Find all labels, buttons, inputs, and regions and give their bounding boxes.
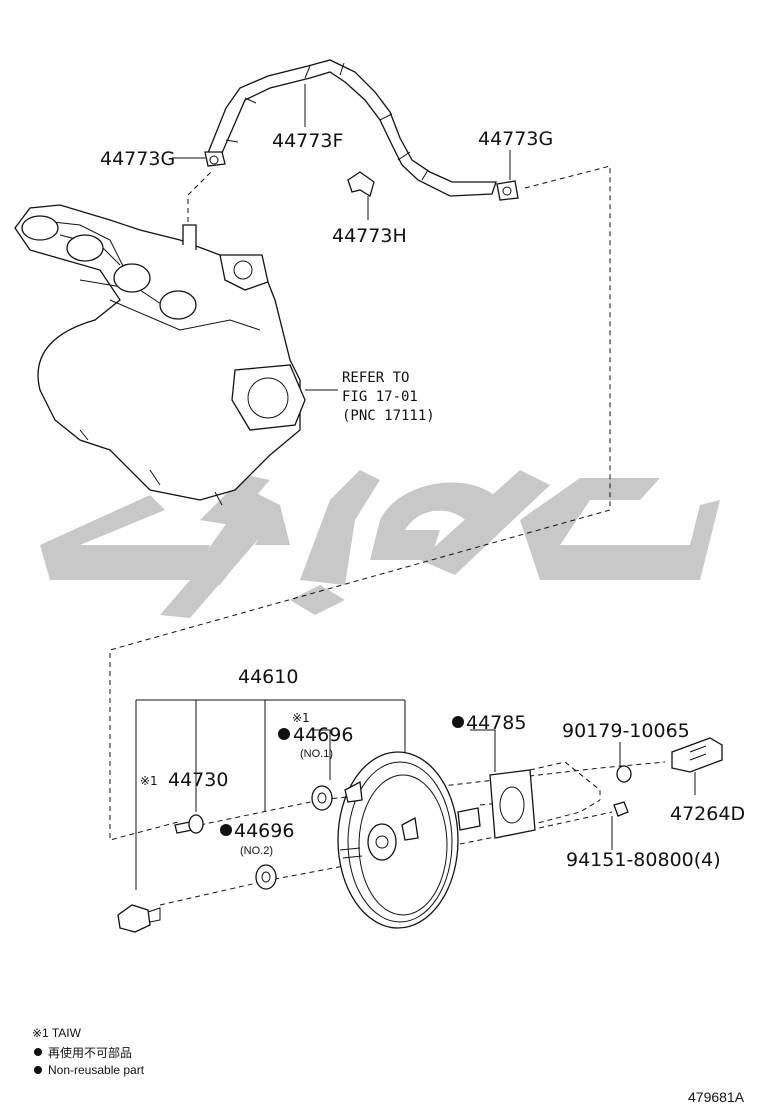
label-44773H: 44773H <box>332 225 407 247</box>
grommet-no1 <box>311 785 333 811</box>
document-id: 479681A <box>688 1089 745 1105</box>
check-valve-44730 <box>174 814 204 834</box>
hose-clamp-left <box>204 151 226 167</box>
legend-taiw: ※1 TAIW <box>32 1026 82 1040</box>
legend-bullet-2 <box>34 1066 42 1074</box>
label-44773F: 44773F <box>272 130 343 152</box>
union-fitting <box>117 904 161 933</box>
label-44610: 44610 <box>238 666 298 688</box>
non-reusable-markers <box>220 716 464 836</box>
nut-94151 <box>613 801 629 817</box>
intake-manifold <box>14 204 306 506</box>
clevis-47264D <box>671 737 723 773</box>
watermark-logo <box>40 470 720 618</box>
sublabel-44696-no1: (NO.1) <box>300 748 333 760</box>
vacuum-hose <box>205 59 497 197</box>
reference-line-3: (PNC 17111) <box>342 408 435 424</box>
booster-gasket <box>489 769 536 839</box>
nut-90179 <box>616 765 632 783</box>
hose-clip-44773H <box>347 171 375 197</box>
label-44730: 44730 <box>168 769 228 791</box>
hose-clamp-right <box>496 180 519 201</box>
legend-bullet-1 <box>34 1048 42 1056</box>
sublabel-44696-no2: (NO.2) <box>240 845 273 857</box>
legend-non-reusable-en: Non-reusable part <box>48 1063 145 1077</box>
reference-line-1: REFER TO <box>342 370 409 386</box>
label-44773G-left: 44773G <box>100 148 175 170</box>
brake-booster <box>337 751 481 929</box>
label-94151-80800: 94151-80800(4) <box>566 849 721 871</box>
label-44696-no1: 44696 <box>293 724 353 746</box>
label-44696-no2: 44696 <box>234 820 294 842</box>
label-90179-10065: 90179-10065 <box>562 720 690 742</box>
legend-non-reusable-jp: 再使用不可部品 <box>48 1045 132 1060</box>
mark-44696-no1: ※1 <box>292 711 310 725</box>
label-47264D: 47264D <box>670 803 745 825</box>
grommet-no2 <box>255 864 277 890</box>
leader-lines <box>135 84 696 890</box>
mark-44730: ※1 <box>140 774 158 788</box>
label-44785: 44785 <box>466 712 526 734</box>
reference-line-2: FIG 17-01 <box>342 389 418 405</box>
label-44773G-right: 44773G <box>478 128 553 150</box>
